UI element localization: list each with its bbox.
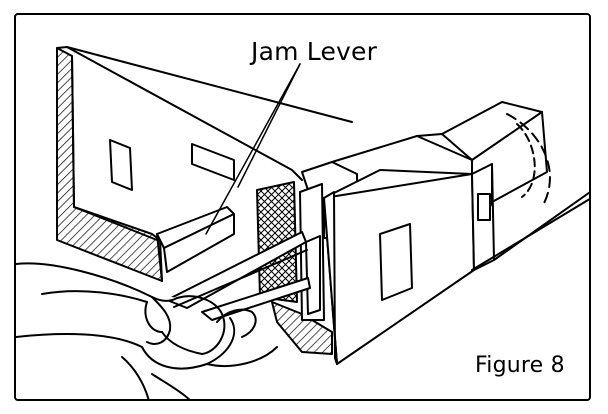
guide-rail — [471, 191, 589, 271]
figure-caption: Figure 8 — [475, 353, 565, 378]
wall-plate — [56, 46, 353, 282]
callout-leader-lines — [205, 63, 301, 235]
device-window — [379, 223, 413, 301]
rear-connector — [441, 101, 551, 221]
wall-slot-openings — [109, 139, 235, 191]
jam-lever — [156, 206, 235, 282]
figure-frame: Jam Lever Figure 8 — [14, 13, 591, 401]
jam-lever-callout-label: Jam Lever — [251, 37, 378, 66]
jam-lever-illustration — [16, 46, 589, 399]
hand — [16, 262, 278, 399]
pliers — [166, 231, 311, 321]
